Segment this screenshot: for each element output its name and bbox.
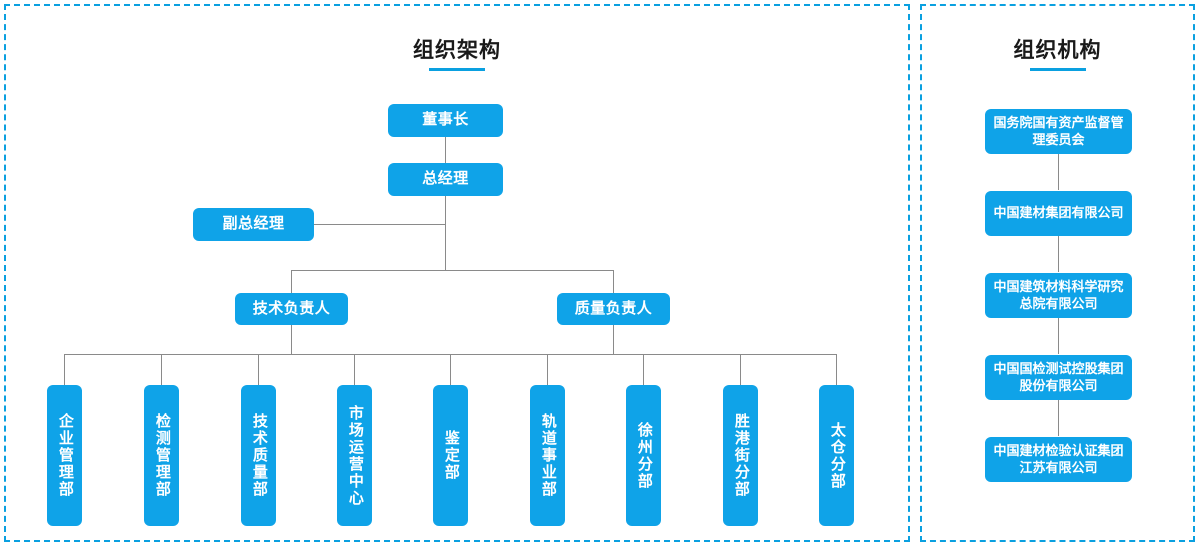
connector-department-drop xyxy=(64,354,65,385)
connector-entity-link xyxy=(1058,400,1059,436)
connector-entity-link xyxy=(1058,236,1059,272)
connector-department-drop xyxy=(450,354,451,385)
parent-organizations-panel: 组织机构 国务院国有资产监督管理委员会 中国建材集团有限公司 中国建筑材料科学研… xyxy=(920,4,1195,542)
node-department[interactable]: 技术质量部 xyxy=(241,385,276,526)
title-underline xyxy=(429,68,485,71)
node-department[interactable]: 企业管理部 xyxy=(47,385,82,526)
connector-deputy-gm xyxy=(314,224,446,225)
connector-gm-trunk xyxy=(445,196,446,270)
connector-department-drop xyxy=(354,354,355,385)
connector-department-drop xyxy=(161,354,162,385)
connector-to-technical-director xyxy=(291,270,292,293)
node-department[interactable]: 市场运营中心 xyxy=(337,385,372,526)
parent-title-underline xyxy=(1029,68,1086,71)
node-department[interactable]: 徐州分部 xyxy=(626,385,661,526)
connector-department-drop xyxy=(740,354,741,385)
org-structure-panel: 组织架构 董事长 总经理 副总经理 技术负责人 质量负责人 xyxy=(4,4,910,542)
node-parent-organization[interactable]: 中国建材集团有限公司 xyxy=(985,191,1132,236)
connector-entity-link xyxy=(1058,318,1059,354)
node-department[interactable]: 太仓分部 xyxy=(819,385,854,526)
node-parent-organization[interactable]: 中国建材检验认证集团江苏有限公司 xyxy=(985,437,1132,482)
connector-chairman-to-gm xyxy=(445,136,446,163)
node-department[interactable]: 检测管理部 xyxy=(144,385,179,526)
connector-director-bar xyxy=(291,270,613,271)
node-department[interactable]: 轨道事业部 xyxy=(530,385,565,526)
node-department[interactable]: 鉴定部 xyxy=(433,385,468,526)
connector-technical-to-bus xyxy=(291,324,292,354)
connector-to-quality-director xyxy=(613,270,614,293)
node-parent-organization[interactable]: 中国建筑材料科学研究总院有限公司 xyxy=(985,273,1132,318)
connector-department-drop xyxy=(258,354,259,385)
connector-quality-to-bus xyxy=(613,324,614,354)
connector-entity-link xyxy=(1058,154,1059,190)
node-department[interactable]: 胜港街分部 xyxy=(723,385,758,526)
connector-department-drop xyxy=(547,354,548,385)
connector-department-drop xyxy=(643,354,644,385)
node-general-manager[interactable]: 总经理 xyxy=(388,163,503,196)
page-title: 组织架构 xyxy=(413,39,501,62)
node-parent-organization[interactable]: 中国国检测试控股集团股份有限公司 xyxy=(985,355,1132,400)
node-quality-director[interactable]: 质量负责人 xyxy=(557,293,670,325)
node-chairman[interactable]: 董事长 xyxy=(388,104,503,137)
parent-organizations-title: 组织机构 xyxy=(1013,39,1102,62)
node-deputy-general-manager[interactable]: 副总经理 xyxy=(193,208,314,241)
node-parent-organization[interactable]: 国务院国有资产监督管理委员会 xyxy=(985,109,1132,154)
connector-department-drop xyxy=(836,354,837,385)
node-technical-director[interactable]: 技术负责人 xyxy=(235,293,348,325)
